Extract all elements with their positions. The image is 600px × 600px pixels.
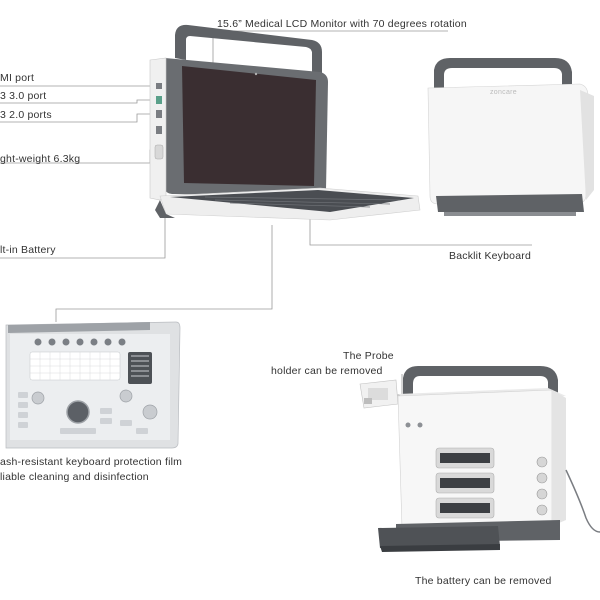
leader-film <box>55 225 273 322</box>
lcd-screen <box>182 66 316 186</box>
label-probe-line1: The Probe <box>343 350 394 362</box>
leader-keyboard <box>309 210 532 246</box>
usb2-port-2 <box>156 126 162 134</box>
base-foot <box>155 200 175 218</box>
kb-surface <box>10 334 170 440</box>
probe-port-1 <box>435 447 495 469</box>
monitor-handle <box>175 24 322 76</box>
kb-top-strip <box>8 322 150 333</box>
kb-left-knob <box>31 391 45 405</box>
rear-screw-2 <box>417 422 423 428</box>
kb-right-knob <box>119 389 133 403</box>
back-side <box>580 90 594 200</box>
back-handle <box>434 58 572 95</box>
kb-trackball <box>66 400 90 424</box>
hdmi-port <box>156 83 162 89</box>
kb-key-grid <box>30 352 120 380</box>
rear-handle <box>403 366 558 402</box>
label-backlit-keyboard: Backlit Keyboard <box>449 250 531 262</box>
label-usb3-port: 3 3.0 port <box>0 90 47 102</box>
label-battery-removed: The battery can be removed <box>415 575 552 587</box>
kb-right-knob-2 <box>142 404 158 420</box>
usb3-port <box>156 96 162 104</box>
kb-small-buttons <box>18 392 148 434</box>
probe-cable <box>565 469 600 533</box>
rear-screw-1 <box>405 422 411 428</box>
label-weight: ght-weight 6.3kg <box>0 153 81 165</box>
rear-connector-column <box>536 456 548 516</box>
ultrasound-rear-ports-view <box>378 366 600 552</box>
probe-holder <box>359 379 399 409</box>
label-probe-line2: holder can be removed <box>271 365 383 377</box>
leader-usb2 <box>0 113 158 123</box>
back-foot-strip <box>444 212 576 216</box>
side-latch <box>154 144 164 160</box>
leader-usb3 <box>0 99 158 104</box>
usb2-port-1 <box>156 110 162 118</box>
brand-logo: zoncare <box>490 89 517 96</box>
ultrasound-back-view: zoncare <box>427 58 594 216</box>
ultrasound-laptop-front <box>149 24 421 221</box>
camera-dot <box>254 72 258 76</box>
label-film-line2: liable cleaning and disinfection <box>0 471 149 483</box>
removable-battery <box>378 526 500 548</box>
back-base <box>436 194 584 212</box>
kb-tgc-sliders <box>128 352 152 384</box>
back-shell <box>427 83 589 205</box>
label-film-line1: ash-resistant keyboard protection film <box>0 456 183 468</box>
probe-port-2 <box>435 472 495 494</box>
label-monitor: 15.6” Medical LCD Monitor with 70 degree… <box>217 18 467 30</box>
label-hdmi-port: MI port <box>0 72 35 84</box>
keyboard-detail <box>5 321 181 449</box>
key-rows <box>204 196 401 208</box>
label-battery: lt-in Battery <box>0 244 56 256</box>
probe-port-3 <box>435 497 495 519</box>
label-usb2-ports: 3 2.0 ports <box>0 109 52 121</box>
leader-battery <box>0 218 166 259</box>
kb-knobs <box>34 338 126 346</box>
rear-side <box>552 390 566 526</box>
